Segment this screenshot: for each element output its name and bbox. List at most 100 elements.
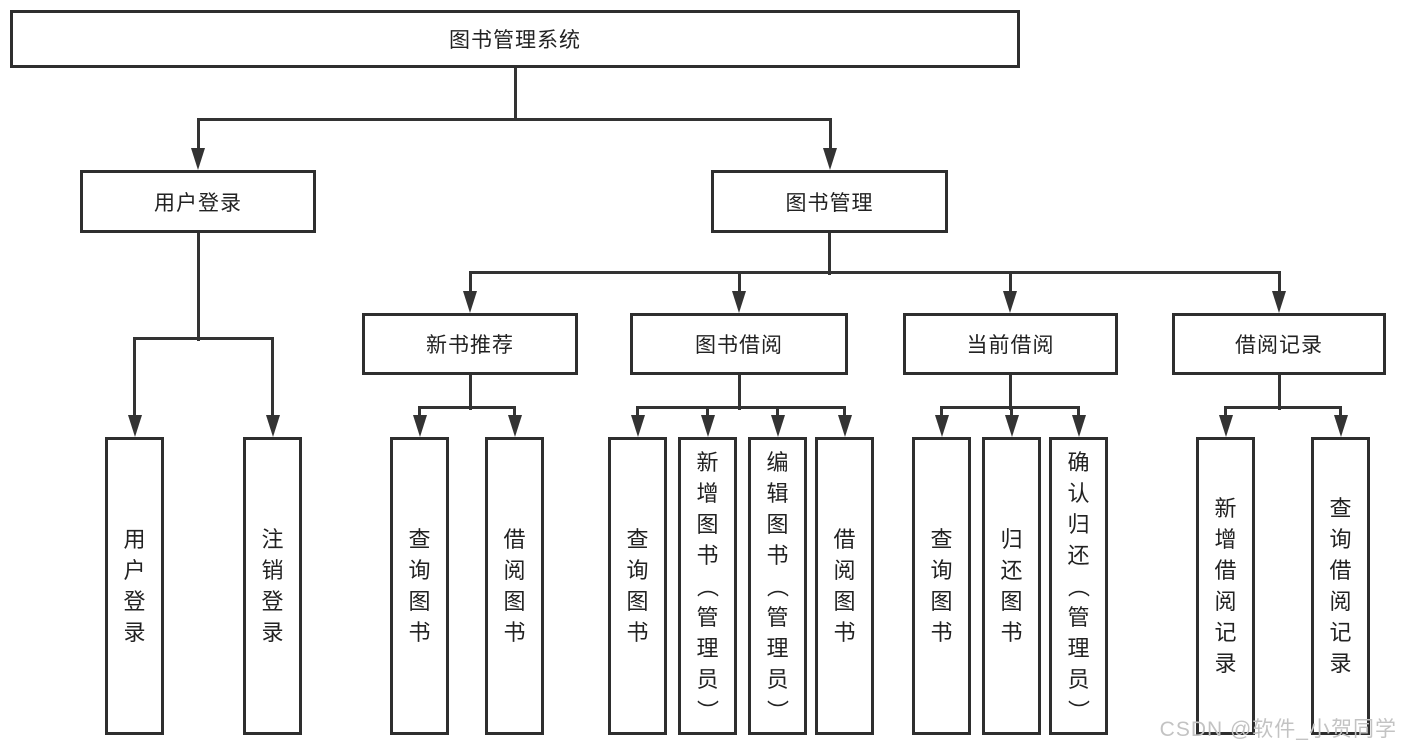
vertical-char: 借 <box>1214 558 1237 583</box>
vertical-char: 询 <box>408 558 431 583</box>
vertical-char: 理 <box>696 635 719 661</box>
vertical-char: 编 <box>766 449 789 475</box>
arrowhead-down-icon <box>823 148 837 170</box>
connector-horizontal-line <box>468 270 1281 274</box>
leaf-borrow-books-recommend: 借阅图书 <box>485 437 544 735</box>
node-label: 当前借阅 <box>966 334 1055 357</box>
vertical-char: 图 <box>408 589 431 614</box>
connector-vertical-line <box>1077 407 1080 417</box>
arrowhead-down-icon <box>507 415 522 437</box>
connector-vertical-line <box>776 407 779 417</box>
vertical-char: 图 <box>503 589 526 614</box>
connector-vertical-line <box>1277 272 1281 293</box>
node-label: 用户登录 <box>154 191 242 215</box>
connector-vertical-line <box>133 338 136 417</box>
node-new-book-recommendation: 新书推荐 <box>362 313 578 375</box>
node-label: 图书借阅 <box>695 334 783 357</box>
vertical-char: 录 <box>1329 651 1352 676</box>
vertical-char: ） <box>764 698 790 722</box>
vertical-char: 查 <box>1329 496 1352 521</box>
connector-vertical-line <box>827 233 831 275</box>
vertical-char: 图 <box>833 589 856 614</box>
arrowhead-down-icon <box>127 415 142 437</box>
vertical-char: 员 <box>1067 666 1090 692</box>
vertical-char: 记 <box>1214 620 1237 645</box>
vertical-char: 查 <box>626 527 649 552</box>
arrowhead-down-icon <box>1333 415 1348 437</box>
vertical-char: 书 <box>626 620 649 645</box>
node-label: 查询图书 <box>626 524 648 648</box>
node-current-borrowing: 当前借阅 <box>903 313 1118 375</box>
leaf-query-books-recommend: 查询图书 <box>390 437 449 735</box>
node-label: 归还图书 <box>1000 524 1022 648</box>
connector-horizontal-line <box>133 336 274 340</box>
connector-horizontal-line <box>636 405 846 409</box>
node-root-library-management-system: 图书管理系统 <box>10 10 1020 68</box>
vertical-char: 辑 <box>766 480 789 506</box>
node-label: 新增图书（管理员） <box>695 447 720 726</box>
vertical-char: 确 <box>1067 449 1090 475</box>
vertical-char: 图 <box>930 589 953 614</box>
vertical-char: 管 <box>1067 604 1090 630</box>
node-user-login-branch: 用户登录 <box>80 170 316 233</box>
vertical-char: 图 <box>626 589 649 614</box>
node-label: 图书管理 <box>785 191 874 215</box>
vertical-char: 录 <box>261 620 284 645</box>
connector-horizontal-line <box>196 117 832 121</box>
leaf-return-books: 归还图书 <box>982 437 1041 735</box>
vertical-char: 理 <box>766 635 789 661</box>
node-label: 借阅图书 <box>503 524 525 648</box>
connector-vertical-line <box>737 272 741 293</box>
node-label: 用户登录 <box>123 524 145 648</box>
arrowhead-down-icon <box>1003 291 1017 313</box>
vertical-char: 增 <box>696 480 719 506</box>
vertical-char: ） <box>694 698 720 722</box>
connector-vertical-line <box>636 407 639 417</box>
node-label: 新书推荐 <box>426 334 514 357</box>
node-book-borrowing: 图书借阅 <box>630 313 848 375</box>
vertical-char: 借 <box>833 527 856 552</box>
vertical-char: 还 <box>1000 558 1023 583</box>
vertical-char: 登 <box>123 589 146 614</box>
node-label: 注销登录 <box>261 524 283 648</box>
vertical-char: 书 <box>833 620 856 645</box>
connector-vertical-line <box>1010 407 1013 417</box>
vertical-char: 用 <box>123 527 146 552</box>
vertical-char: ） <box>1065 698 1091 722</box>
vertical-char: 销 <box>261 558 284 583</box>
csdn-watermark: CSDN @软件_小贺同学 <box>1159 718 1397 741</box>
vertical-char: 书 <box>408 620 431 645</box>
vertical-char: 借 <box>503 527 526 552</box>
connector-vertical-line <box>828 119 832 150</box>
node-label: 图书管理系统 <box>449 29 581 52</box>
connector-vertical-line <box>513 68 517 121</box>
arrowhead-down-icon <box>265 415 280 437</box>
vertical-char: 图 <box>696 511 719 537</box>
node-label: 编辑图书（管理员） <box>765 447 790 726</box>
vertical-char: 书 <box>930 620 953 645</box>
arrowhead-down-icon <box>630 415 645 437</box>
connector-vertical-line <box>468 375 472 410</box>
vertical-char: 增 <box>1214 527 1237 552</box>
vertical-char: 户 <box>123 558 146 583</box>
connector-vertical-line <box>418 407 421 417</box>
vertical-char: 阅 <box>1329 589 1352 614</box>
vertical-char: 记 <box>1329 620 1352 645</box>
leaf-query-books-borrowing: 查询图书 <box>608 437 667 735</box>
vertical-char: 书 <box>766 542 789 568</box>
arrowhead-down-icon <box>1218 415 1233 437</box>
connector-vertical-line <box>737 375 741 410</box>
leaf-confirm-return-admin: 确认归还（管理员） <box>1049 437 1108 735</box>
arrowhead-down-icon <box>412 415 427 437</box>
vertical-char: 书 <box>503 620 526 645</box>
connector-horizontal-line <box>1224 405 1342 409</box>
vertical-char: （ <box>1065 574 1091 598</box>
arrowhead-down-icon <box>1272 291 1286 313</box>
vertical-char: 阅 <box>503 558 526 583</box>
connector-vertical-line <box>1008 375 1012 410</box>
vertical-char: 还 <box>1067 542 1090 568</box>
vertical-char: 归 <box>1000 527 1023 552</box>
connector-vertical-line <box>1339 407 1342 417</box>
vertical-char: 书 <box>696 542 719 568</box>
